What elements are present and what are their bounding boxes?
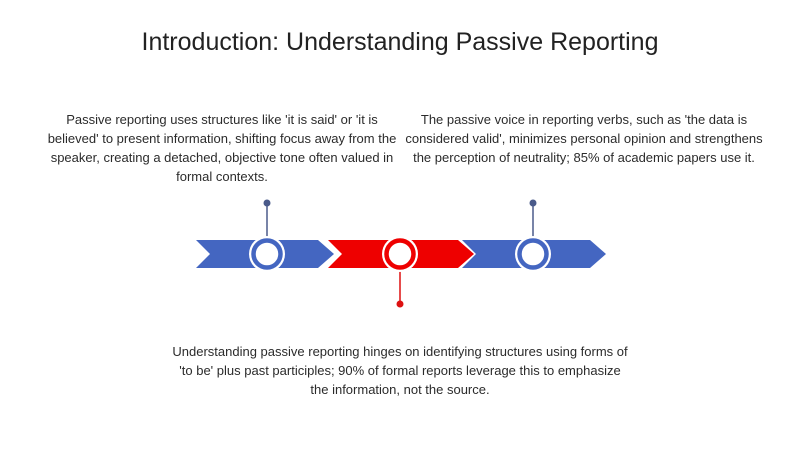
connector-dot-2 [396,300,404,308]
timeline-point-2-description: Understanding passive reporting hinges o… [172,344,628,397]
connector-dot-1 [263,199,271,207]
timeline-point-3-description: The passive voice in reporting verbs, su… [405,112,763,165]
milestone-marker-3 [515,236,551,272]
slide-title: Introduction: Understanding Passive Repo… [141,28,659,56]
connector-dot-3 [529,199,537,207]
milestone-marker-1 [249,236,285,272]
milestone-marker-2 [382,236,418,272]
timeline-point-1-description: Passive reporting uses structures like '… [47,112,397,184]
